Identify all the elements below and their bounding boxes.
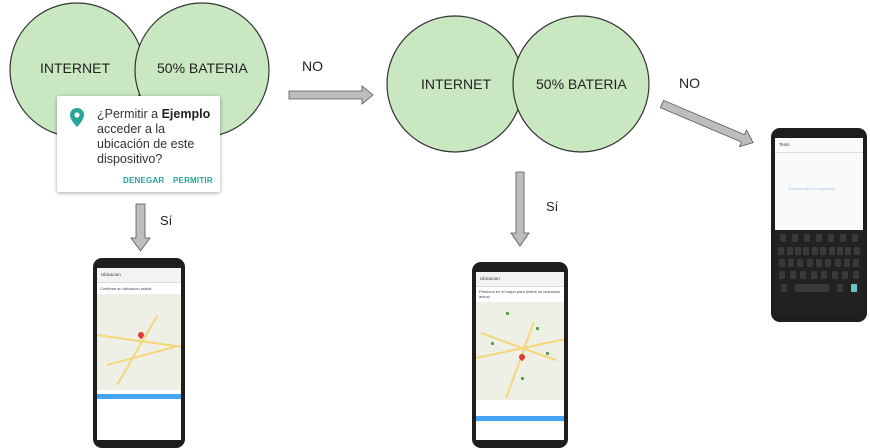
confirm-button[interactable] xyxy=(97,394,181,399)
battery-label-left: 50% BATERIA xyxy=(157,60,248,76)
phone-screen: Ubicacion Confirme su ubicación actual xyxy=(97,268,181,440)
deny-button[interactable]: DENEGAR xyxy=(123,176,165,185)
app-bar-title: Texto xyxy=(775,138,863,153)
phone-screen: Texto Escriba aquí su respuesta xyxy=(775,138,863,314)
phone-location-select: Ubicacion Presione en el mapa para defin… xyxy=(472,262,568,448)
arrow-label-no-second: NO xyxy=(679,75,700,91)
prompt-suffix: acceder a la ubicación de este dispositi… xyxy=(97,122,195,166)
arrow-si-center xyxy=(510,171,530,247)
arrow-label-si-center: Sí xyxy=(546,199,559,214)
arrow-label-si-left: Sí xyxy=(160,213,173,228)
location-pin-icon xyxy=(70,108,84,127)
map-view[interactable] xyxy=(97,294,181,390)
app-bar-title: Ubicacion xyxy=(476,272,564,287)
allow-button[interactable]: PERMITIR xyxy=(173,176,213,185)
battery-label-center: 50% BATERIA xyxy=(536,76,627,92)
battery-circle-center xyxy=(512,15,650,153)
internet-label-center: INTERNET xyxy=(421,76,491,92)
prompt-prefix: ¿Permitir a xyxy=(97,107,162,121)
internet-label-left: INTERNET xyxy=(40,60,110,76)
location-instruction: Presione en el mapa para definir su ubic… xyxy=(479,289,561,299)
phone-text-input: Texto Escriba aquí su respuesta xyxy=(771,128,867,322)
arrow-no-first xyxy=(288,85,374,105)
permission-prompt: ¿Permitir a Ejemplo acceder a la ubicaci… xyxy=(97,107,217,167)
text-hint[interactable]: Escriba aquí su respuesta xyxy=(789,186,836,191)
arrow-label-no-first: NO xyxy=(302,58,323,74)
soft-keyboard[interactable] xyxy=(775,230,863,314)
confirm-button[interactable] xyxy=(476,416,564,421)
app-bar-title: Ubicacion xyxy=(97,268,181,283)
phone-screen: Ubicacion Presione en el mapa para defin… xyxy=(476,272,564,440)
map-view[interactable] xyxy=(476,302,564,400)
app-name: Ejemplo xyxy=(161,107,211,121)
arrow-no-second xyxy=(659,99,754,148)
location-instruction: Confirme su ubicación actual xyxy=(100,286,152,291)
phone-location-confirm: Ubicacion Confirme su ubicación actual xyxy=(93,258,185,448)
location-permission-dialog: ¿Permitir a Ejemplo acceder a la ubicaci… xyxy=(57,96,220,192)
arrow-si-left xyxy=(130,203,151,252)
